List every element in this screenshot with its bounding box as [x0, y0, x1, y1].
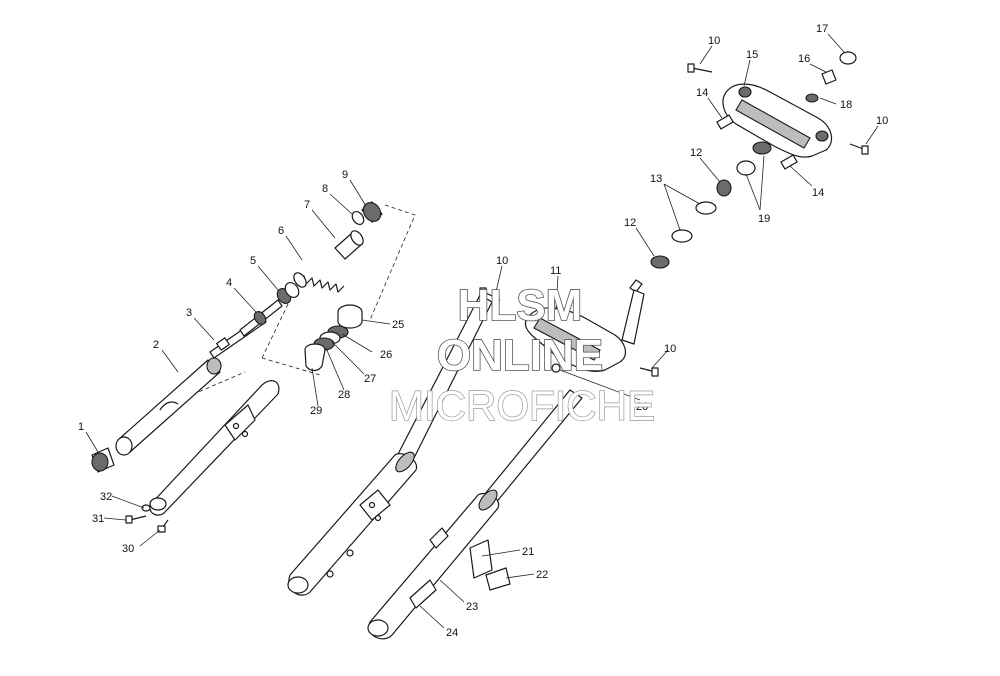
damper-rod-assembly	[91, 201, 383, 473]
part-8-o-ring	[351, 210, 365, 226]
callout-30: 30	[122, 543, 134, 555]
callout-23: 23	[466, 601, 478, 613]
callout-25: 25	[392, 319, 404, 331]
callout-14-right: 14	[812, 187, 824, 199]
part-32-washer	[141, 504, 151, 512]
damper-parts-25-29	[304, 304, 363, 372]
callout-10-right: 10	[876, 115, 888, 127]
part-7-spacer-tube	[334, 230, 364, 260]
leader-lines	[85, 33, 879, 629]
left-outer-slider	[125, 380, 280, 533]
callout-7: 7	[304, 199, 310, 211]
watermark: HLSM ONLINE MICROFICHE	[388, 280, 655, 430]
part-9-fork-cap	[361, 201, 383, 223]
callout-15: 15	[746, 49, 758, 61]
callout-22: 22	[536, 569, 548, 581]
part-31-screw	[125, 515, 147, 524]
callout-16: 16	[798, 53, 810, 65]
callout-1: 1	[78, 421, 84, 433]
callout-6: 6	[278, 225, 284, 237]
watermark-line-2: ONLINE	[437, 331, 603, 380]
part-6-spring	[293, 272, 345, 293]
callout-19: 19	[758, 213, 770, 225]
callout-28: 28	[338, 389, 350, 401]
upper-triple-clamp	[722, 83, 833, 158]
part-30-drain-bolt	[157, 519, 169, 533]
right-fork-leg	[367, 389, 583, 640]
callout-2: 2	[153, 339, 159, 351]
callout-13: 13	[650, 173, 662, 185]
callout-10-lower: 10	[664, 343, 676, 355]
callout-labels: 1 2 3 4 5 6 7 8 9 10 15 16 17 18 10 14 1…	[78, 23, 888, 639]
part-2-cartridge-tube	[115, 357, 222, 456]
callout-21: 21	[522, 546, 534, 558]
hardware	[479, 51, 869, 377]
callout-14-top: 14	[696, 87, 708, 99]
callout-29: 29	[310, 405, 322, 417]
callout-10-center: 10	[496, 255, 508, 267]
part-1-cap	[91, 447, 115, 473]
callout-12-mid: 12	[624, 217, 636, 229]
center-fork-leg	[287, 294, 493, 596]
watermark-line-3: MICROFICHE	[389, 382, 655, 429]
part-5-rebound-assembly	[253, 281, 300, 325]
callout-20: 20	[636, 401, 648, 413]
part-25-cap	[337, 304, 363, 329]
callout-11: 11	[550, 265, 561, 277]
callout-4: 4	[226, 277, 232, 289]
callout-9: 9	[342, 169, 348, 181]
callout-10-top: 10	[708, 35, 720, 47]
callout-24: 24	[446, 627, 458, 639]
callout-17: 17	[816, 23, 828, 35]
internals-group-bracket	[179, 204, 416, 401]
callout-18: 18	[840, 99, 852, 111]
watermark-line-1: HLSM	[458, 281, 583, 330]
callout-5: 5	[250, 255, 256, 267]
callout-31: 31	[92, 513, 104, 525]
part-29-bushing	[304, 343, 326, 372]
callout-3: 3	[186, 307, 192, 319]
decals-21-22	[469, 539, 511, 591]
callout-12-top: 12	[690, 147, 702, 159]
lower-triple-clamp	[524, 279, 645, 373]
callout-26: 26	[380, 349, 392, 361]
callout-27: 27	[364, 373, 376, 385]
callout-32: 32	[100, 491, 112, 503]
callout-8: 8	[322, 183, 328, 195]
